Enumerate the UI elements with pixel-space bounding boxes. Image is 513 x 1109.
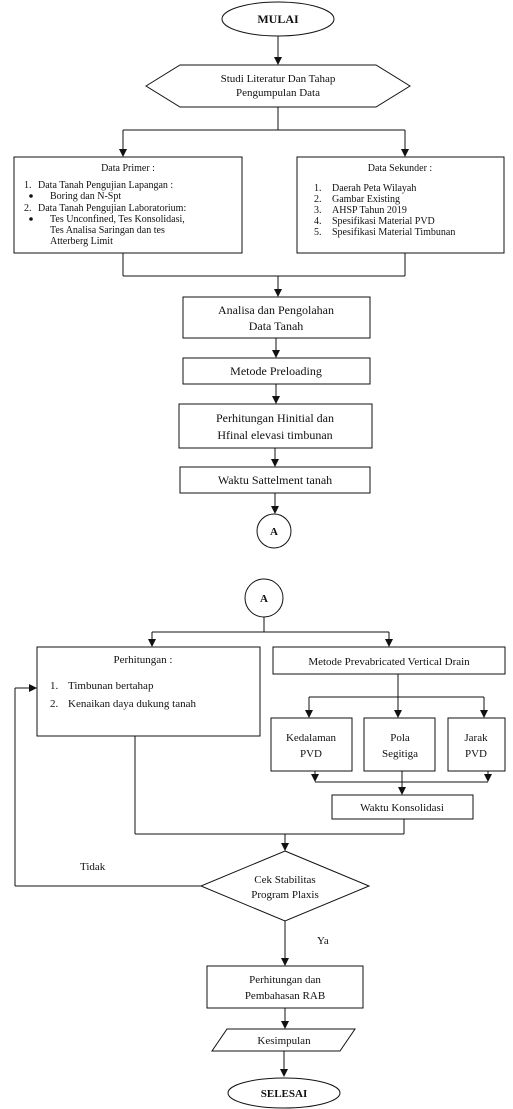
studi-literatur-step: Studi Literatur Dan Tahap Pengumpulan Da… [145, 64, 411, 108]
data-primer-item2-number: 2. [24, 203, 32, 214]
pvd-method-box: Metode Prevabricated Vertical Drain [272, 646, 506, 675]
rab-box: Perhitungan dan Pembahasan RAB [206, 965, 364, 1009]
kedalaman-label-line1: Kedalaman [286, 732, 337, 744]
data-sekunder-item: Daerah Peta Wilayah [332, 183, 416, 194]
data-primer-item2-sub-line3: Atterberg Limit [50, 236, 113, 247]
data-sekunder-item-number: 1. [314, 183, 322, 194]
data-primer-item1-sub: Boring dan N-Spt [50, 191, 121, 202]
perhitungan-item: Timbunan bertahap [68, 680, 154, 692]
analisa-label-line2: Data Tanah [249, 319, 304, 333]
perhitungan-title: Perhitungan : [114, 654, 173, 666]
perhitungan-item-number: 1. [50, 680, 59, 692]
pola-label-line1: Pola [390, 732, 410, 744]
connector-a-top: A [256, 513, 292, 549]
hinitial-label-line1: Perhitungan Hinitial dan [216, 411, 334, 425]
connector-a-label: A [270, 526, 278, 538]
connector-a-bottom: A [244, 578, 284, 618]
sattlement-box: Waktu Sattelment tanah [179, 466, 371, 494]
data-primer-item1-number: 1. [24, 180, 32, 191]
kesimpulan-label: Kesimpulan [257, 1035, 311, 1047]
data-primer-item2-sub-line1: Tes Unconfined, Tes Konsolidasi, [50, 214, 185, 225]
data-primer-title: Data Primer : [101, 163, 155, 174]
preloading-box: Metode Preloading [182, 357, 371, 385]
analisa-box: Analisa dan Pengolahan Data Tanah [182, 296, 371, 339]
kedalaman-pvd-box: Kedalaman PVD [270, 717, 353, 772]
start-label: MULAI [257, 12, 299, 26]
data-sekunder-item-number: 3. [314, 205, 322, 216]
data-primer-item1: Data Tanah Pengujian Lapangan : [38, 180, 173, 191]
ya-label: Ya [317, 935, 329, 947]
konsolidasi-label: Waktu Konsolidasi [360, 802, 444, 814]
data-sekunder-item: Gambar Existing [332, 194, 400, 205]
perhitungan-item-number: 2. [50, 698, 59, 710]
data-sekunder-item-number: 4. [314, 216, 322, 227]
perhitungan-box: Perhitungan : 1. Timbunan bertahap 2. Ke… [36, 646, 261, 737]
rab-label-line1: Perhitungan dan [249, 974, 321, 986]
cek-label-line2: Program Plaxis [251, 889, 319, 901]
connector-a-label: A [260, 593, 268, 605]
rab-label-line2: Pembahasan RAB [245, 990, 325, 1002]
analisa-label-line1: Analisa dan Pengolahan [218, 303, 334, 317]
data-primer-item2-sub-line2: Tes Analisa Saringan dan tes [50, 225, 165, 236]
konsolidasi-box: Waktu Konsolidasi [331, 794, 474, 820]
jarak-label-line2: PVD [465, 748, 487, 760]
data-sekunder-title: Data Sekunder : [368, 163, 432, 174]
studi-label-line1: Studi Literatur Dan Tahap [221, 73, 336, 85]
preloading-label: Metode Preloading [230, 364, 322, 378]
data-sekunder-item-number: 5. [314, 227, 322, 238]
hinitial-box: Perhitungan Hinitial dan Hfinal elevasi … [178, 403, 373, 449]
start-terminal: MULAI [221, 1, 335, 37]
perhitungan-item: Kenaikan daya dukung tanah [68, 698, 196, 710]
pola-segitiga-box: Pola Segitiga [363, 717, 436, 772]
end-terminal: SELESAI [227, 1077, 341, 1109]
data-sekunder-list: 1. Daerah Peta Wilayah 2. Gambar Existin… [314, 183, 455, 238]
bullet-icon [29, 194, 33, 198]
studi-label-line2: Pengumpulan Data [236, 87, 320, 99]
data-sekunder-item: Spesifikasi Material PVD [332, 216, 435, 227]
pola-label-line2: Segitiga [382, 748, 418, 760]
data-sekunder-box: Data Sekunder : 1. Daerah Peta Wilayah 2… [296, 156, 505, 254]
sattlement-label: Waktu Sattelment tanah [218, 473, 332, 487]
tidak-label: Tidak [80, 861, 106, 873]
pvd-method-label: Metode Prevabricated Vertical Drain [308, 656, 470, 668]
cek-stabilitas-decision: Cek Stabilitas Program Plaxis [199, 850, 371, 922]
bullet-icon [29, 217, 33, 221]
data-sekunder-item: Spesifikasi Material Timbunan [332, 227, 455, 238]
kedalaman-label-line2: PVD [300, 748, 322, 760]
data-primer-box: Data Primer : 1. Data Tanah Pengujian La… [13, 156, 243, 254]
kesimpulan-io: Kesimpulan [211, 1028, 356, 1052]
cek-label-line1: Cek Stabilitas [254, 874, 315, 886]
end-label: SELESAI [261, 1088, 307, 1100]
jarak-label-line1: Jarak [464, 732, 488, 744]
hinitial-label-line2: Hfinal elevasi timbunan [217, 428, 332, 442]
data-sekunder-item-number: 2. [314, 194, 322, 205]
data-sekunder-item: AHSP Tahun 2019 [332, 205, 407, 216]
data-primer-item2: Data Tanah Pengujian Laboratorium: [38, 203, 186, 214]
jarak-pvd-box: Jarak PVD [447, 717, 506, 772]
